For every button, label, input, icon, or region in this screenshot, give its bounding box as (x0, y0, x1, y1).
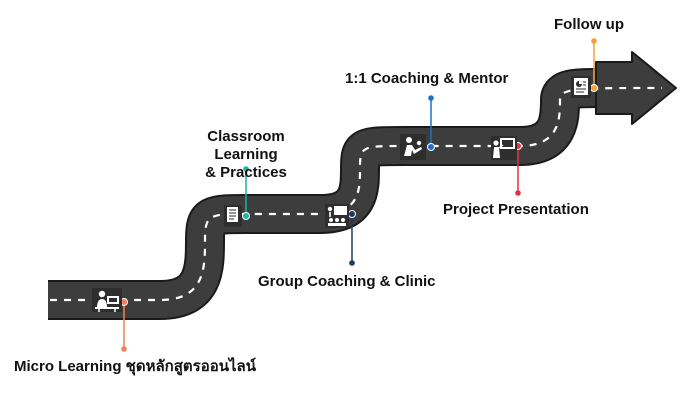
connector-micro-learning (120, 298, 128, 352)
connector-coaching-mentor (427, 95, 435, 151)
road-center-line (50, 86, 663, 302)
report-icon (571, 76, 591, 98)
follow-up-label: Follow up (554, 16, 624, 33)
connector-classroom (242, 166, 250, 220)
group-presentation-icon (325, 204, 349, 228)
document-icon (224, 205, 242, 227)
group-coaching-label: Group Coaching & Clinic (258, 273, 436, 290)
connector-group-coaching (348, 210, 356, 266)
coaching-mentor-label: 1:1 Coaching & Mentor (345, 70, 509, 87)
online-learning-icon (92, 288, 122, 312)
mentoring-icon (400, 134, 426, 160)
classroom-learning-label: Classroom Learning & Practices (205, 128, 287, 181)
project-presentation-label: Project Presentation (443, 201, 589, 218)
presenter-board-icon (491, 136, 517, 160)
micro-learning-label: Micro Learning ชุดหลักสูตรออนไลน์ (14, 358, 256, 375)
